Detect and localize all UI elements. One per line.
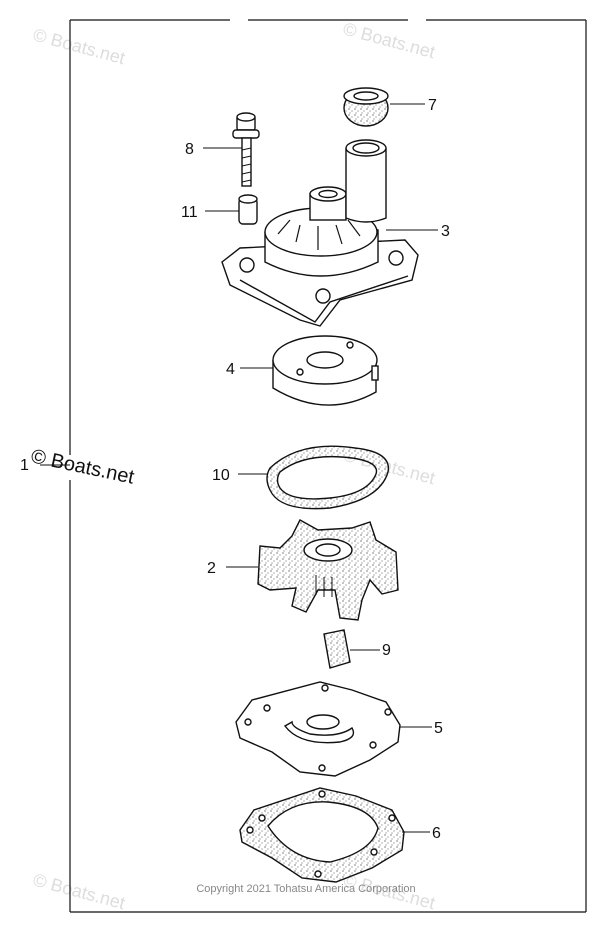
callout-1-label: 1 <box>20 457 29 474</box>
watermark-top-right: © Boats.net <box>341 19 437 63</box>
part-6-gasket[interactable]: 6 <box>239 787 441 883</box>
watermark-center: © Boats.net <box>29 445 137 488</box>
callout-1[interactable]: 1 <box>20 457 70 474</box>
part-7-grommet[interactable]: 7 <box>343 87 437 127</box>
part-8-bolt[interactable]: 8 <box>185 112 260 187</box>
callout-2-label: 2 <box>207 560 216 577</box>
part-5-plate[interactable]: 5 <box>235 681 443 777</box>
callout-9-label: 9 <box>382 642 391 659</box>
callout-7-label: 7 <box>428 97 437 114</box>
callout-10-label: 10 <box>212 467 230 484</box>
watermark-bottom-left: © Boats.net <box>31 870 127 914</box>
callout-11-label: 11 <box>181 204 198 221</box>
callout-8-label: 8 <box>185 141 194 158</box>
callout-3-label: 3 <box>441 223 450 240</box>
callout-4-label: 4 <box>226 361 235 378</box>
diagram-frame <box>69 19 587 913</box>
part-11-pin[interactable]: 11 <box>181 194 258 225</box>
callout-5-label: 5 <box>434 720 443 737</box>
part-3-pump-case[interactable]: 3 <box>221 139 450 327</box>
copyright-text: Copyright 2021 Tohatsu America Corporati… <box>196 883 415 895</box>
callout-6-label: 6 <box>432 825 441 842</box>
part-4-insert[interactable]: 4 <box>226 335 379 406</box>
watermark-top-left: © Boats.net <box>31 25 127 69</box>
part-2-impeller[interactable]: 2 <box>207 519 399 621</box>
part-10-gasket[interactable]: 10 <box>212 445 390 510</box>
part-9-key[interactable]: 9 <box>323 629 391 669</box>
